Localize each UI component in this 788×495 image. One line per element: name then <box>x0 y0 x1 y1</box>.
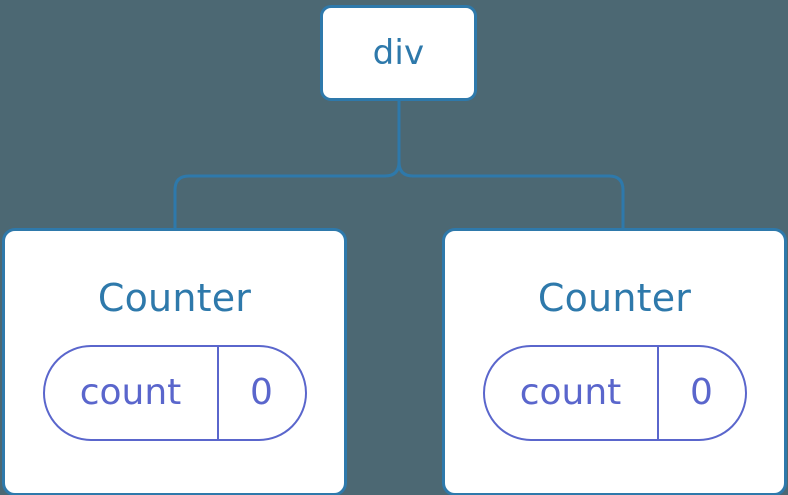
state-value-left: 0 <box>216 347 305 439</box>
state-key-left: count <box>79 372 182 413</box>
node-div[interactable]: div <box>320 5 477 101</box>
edge-root-to-left-counter <box>173 99 401 232</box>
node-counter-right-label: Counter <box>537 276 692 320</box>
node-counter-left-label: Counter <box>97 276 252 320</box>
node-div-label: div <box>372 33 425 73</box>
state-pill-right[interactable]: count 0 <box>482 345 747 441</box>
state-key-right: count <box>519 372 622 413</box>
node-counter-left[interactable]: Counter count 0 <box>2 228 347 495</box>
state-pill-left[interactable]: count 0 <box>42 345 307 441</box>
node-counter-right[interactable]: Counter count 0 <box>442 228 787 495</box>
state-value-right: 0 <box>656 347 745 439</box>
edge-root-to-right-counter <box>397 99 625 232</box>
